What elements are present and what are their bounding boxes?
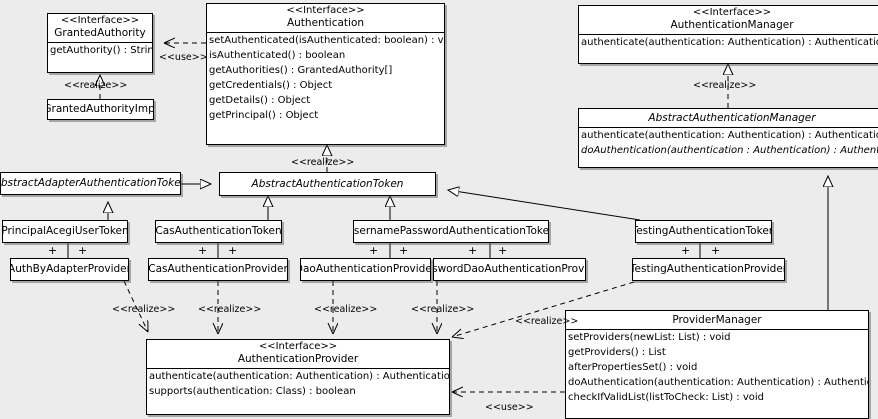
association-multiplicity-plus: + bbox=[711, 244, 721, 257]
edge-label-use-providermanager: <<use>> bbox=[485, 402, 534, 413]
class-method: getProviders() : List bbox=[568, 347, 666, 358]
edge-label-realize-daoauthenticationprovider: <<realize>> bbox=[314, 304, 378, 315]
class-box-principal-acegi-user-token[interactable]: PrincipalAcegiUserToken bbox=[2, 220, 128, 243]
class-method: getCredentials() : Object bbox=[209, 80, 333, 91]
class-method: getAuthority() : String bbox=[50, 45, 153, 56]
edge-label-realize-passworddaoprovider: <<realize>> bbox=[411, 304, 475, 315]
class-name: AbstractAuthenticationManager bbox=[648, 112, 816, 124]
edge-label-realize-abstractauthenticationmanager: <<realize>> bbox=[693, 80, 757, 91]
class-box-auth-by-adapter-provider[interactable]: AuthByAdapterProvider bbox=[10, 258, 129, 281]
association-multiplicity-plus: + bbox=[48, 244, 58, 257]
edge-generalization-testingauthenticationtoken-abstractauthenticationtoken bbox=[448, 190, 641, 221]
class-stereotype: <<Interface>> bbox=[286, 5, 365, 16]
class-box-cas-authentication-token[interactable]: CasAuthenticationToken bbox=[155, 220, 282, 243]
class-method: authenticate(authentication: Authenticat… bbox=[581, 37, 878, 48]
association-multiplicity-plus: + bbox=[198, 244, 208, 257]
class-box-granted-authority[interactable]: <<Interface>> GrantedAuthority getAuthor… bbox=[47, 13, 153, 73]
class-header: <<Interface>> GrantedAuthority bbox=[48, 14, 152, 42]
class-members: setAuthenticated(isAuthenticated: boolea… bbox=[207, 33, 444, 123]
class-method: setProviders(newList: List) : void bbox=[568, 332, 731, 343]
class-name: PasswordDaoAuthenticationProvider bbox=[434, 263, 585, 275]
class-name: CasAuthenticationProvider bbox=[148, 263, 288, 275]
class-divider bbox=[566, 329, 868, 330]
class-name: AbstractAdapterAuthenticationToken bbox=[0, 177, 181, 189]
class-name: GrantedAuthorityImpl bbox=[47, 103, 154, 115]
association-multiplicity-plus: + bbox=[468, 244, 478, 257]
class-stereotype: <<Interface>> bbox=[692, 7, 772, 18]
class-header: ProviderManager bbox=[566, 311, 868, 329]
edge-label-realize-testingauthenticationprovider: <<realize>> bbox=[515, 316, 579, 327]
class-header: AbstractAuthenticationManager bbox=[579, 109, 878, 127]
class-method: getPrincipal() : Object bbox=[209, 110, 319, 121]
class-box-testing-authentication-provider[interactable]: TestingAuthenticationProvider bbox=[632, 258, 785, 281]
class-header: <<Interface>> AuthenticationProvider bbox=[147, 340, 449, 368]
class-name: UsernamePasswordAuthenticationToken bbox=[353, 225, 549, 237]
edge-label-realize-abstractauthenticationtoken: <<realize>> bbox=[291, 157, 355, 168]
class-method: setAuthenticated(isAuthenticated: boolea… bbox=[209, 35, 445, 46]
class-box-abstract-adapter-authentication-token[interactable]: AbstractAdapterAuthenticationToken bbox=[0, 172, 181, 195]
class-name: TestingAuthenticationProvider bbox=[632, 263, 785, 275]
class-divider bbox=[207, 32, 444, 33]
class-members: setProviders(newList: List) : void getPr… bbox=[566, 330, 868, 405]
class-header: <<Interface>> AuthenticationManager bbox=[579, 6, 878, 34]
edge-realize-authbyadapterprovider-authenticationprovider bbox=[123, 280, 148, 332]
association-multiplicity-plus: + bbox=[369, 244, 379, 257]
association-multiplicity-plus: + bbox=[399, 244, 409, 257]
class-box-password-dao-authentication-provider[interactable]: PasswordDaoAuthenticationProvider bbox=[433, 258, 586, 281]
class-name: GrantedAuthority bbox=[54, 27, 146, 39]
class-method: authenticate(authentication: Authenticat… bbox=[149, 371, 450, 382]
edge-realize-testingauthenticationprovider-authenticationprovider bbox=[452, 281, 635, 337]
class-box-provider-manager[interactable]: ProviderManager setProviders(newList: Li… bbox=[565, 310, 869, 419]
class-members: authenticate(authentication: Authenticat… bbox=[579, 128, 878, 158]
class-method: supports(authentication: Class) : boolea… bbox=[149, 386, 356, 397]
association-multiplicity-plus: + bbox=[228, 244, 238, 257]
edge-label-realize-authbyadapterprovider: <<realize>> bbox=[112, 304, 176, 315]
class-box-username-password-authentication-token[interactable]: UsernamePasswordAuthenticationToken bbox=[353, 220, 549, 243]
class-name: AuthByAdapterProvider bbox=[10, 263, 129, 275]
class-name: AbstractAuthenticationToken bbox=[251, 177, 404, 190]
class-name: PrincipalAcegiUserToken bbox=[2, 225, 128, 237]
class-box-authentication-provider[interactable]: <<Interface>> AuthenticationProvider aut… bbox=[146, 339, 450, 415]
edge-label-use-authentication-grantedauthority: <<use>> bbox=[159, 52, 208, 63]
class-stereotype: <<Interface>> bbox=[258, 341, 338, 352]
class-stereotype: <<Interface>> bbox=[60, 15, 140, 26]
class-name: CasAuthenticationToken bbox=[155, 225, 282, 237]
class-divider bbox=[147, 368, 449, 369]
class-name: TestingAuthenticationToken bbox=[635, 225, 772, 237]
edge-label-realize-casauthenticationprovider: <<realize>> bbox=[198, 304, 262, 315]
class-members: authenticate(authentication: Authenticat… bbox=[579, 35, 878, 50]
class-box-dao-authentication-provider[interactable]: DaoAuthenticationProvider bbox=[300, 258, 431, 281]
class-divider bbox=[579, 127, 878, 128]
class-name: DaoAuthenticationProvider bbox=[300, 263, 431, 275]
class-divider bbox=[579, 34, 878, 35]
class-name: AuthenticationManager bbox=[670, 19, 794, 31]
class-method: isAuthenticated() : boolean bbox=[209, 50, 346, 61]
class-divider bbox=[48, 42, 152, 43]
edge-label-realize-grantedauthorityimpl: <<realize>> bbox=[64, 80, 128, 91]
class-box-testing-authentication-token[interactable]: TestingAuthenticationToken bbox=[635, 220, 772, 243]
class-members: getAuthority() : String bbox=[48, 43, 152, 58]
class-box-abstract-authentication-token[interactable]: AbstractAuthenticationToken bbox=[219, 172, 436, 196]
class-box-cas-authentication-provider[interactable]: CasAuthenticationProvider bbox=[148, 258, 288, 281]
class-box-granted-authority-impl[interactable]: GrantedAuthorityImpl bbox=[47, 99, 154, 120]
class-method: checkIfValidList(listToCheck: List) : vo… bbox=[568, 392, 765, 403]
class-method: afterPropertiesSet() : void bbox=[568, 362, 698, 373]
class-method: authenticate(authentication: Authenticat… bbox=[581, 130, 878, 141]
association-multiplicity-plus: + bbox=[498, 244, 508, 257]
class-box-authentication-manager[interactable]: <<Interface>> AuthenticationManager auth… bbox=[578, 5, 878, 64]
association-multiplicity-plus: + bbox=[681, 244, 691, 257]
association-multiplicity-plus: + bbox=[78, 244, 88, 257]
class-header: <<Interface>> Authentication bbox=[207, 4, 444, 32]
class-name: AuthenticationProvider bbox=[237, 353, 359, 365]
class-method: doAuthentication(authentication: Authent… bbox=[568, 377, 869, 388]
class-box-abstract-authentication-manager[interactable]: AbstractAuthenticationManager authentica… bbox=[578, 108, 878, 168]
class-method: doAuthentication(authentication : Authen… bbox=[581, 145, 878, 156]
class-method: getAuthorities() : GrantedAuthority[] bbox=[209, 65, 393, 76]
class-members: authenticate(authentication: Authenticat… bbox=[147, 369, 449, 399]
class-name: Authentication bbox=[286, 17, 365, 29]
class-name: ProviderManager bbox=[672, 314, 762, 326]
class-box-authentication[interactable]: <<Interface>> Authentication setAuthenti… bbox=[206, 3, 445, 145]
class-method: getDetails() : Object bbox=[209, 95, 311, 106]
